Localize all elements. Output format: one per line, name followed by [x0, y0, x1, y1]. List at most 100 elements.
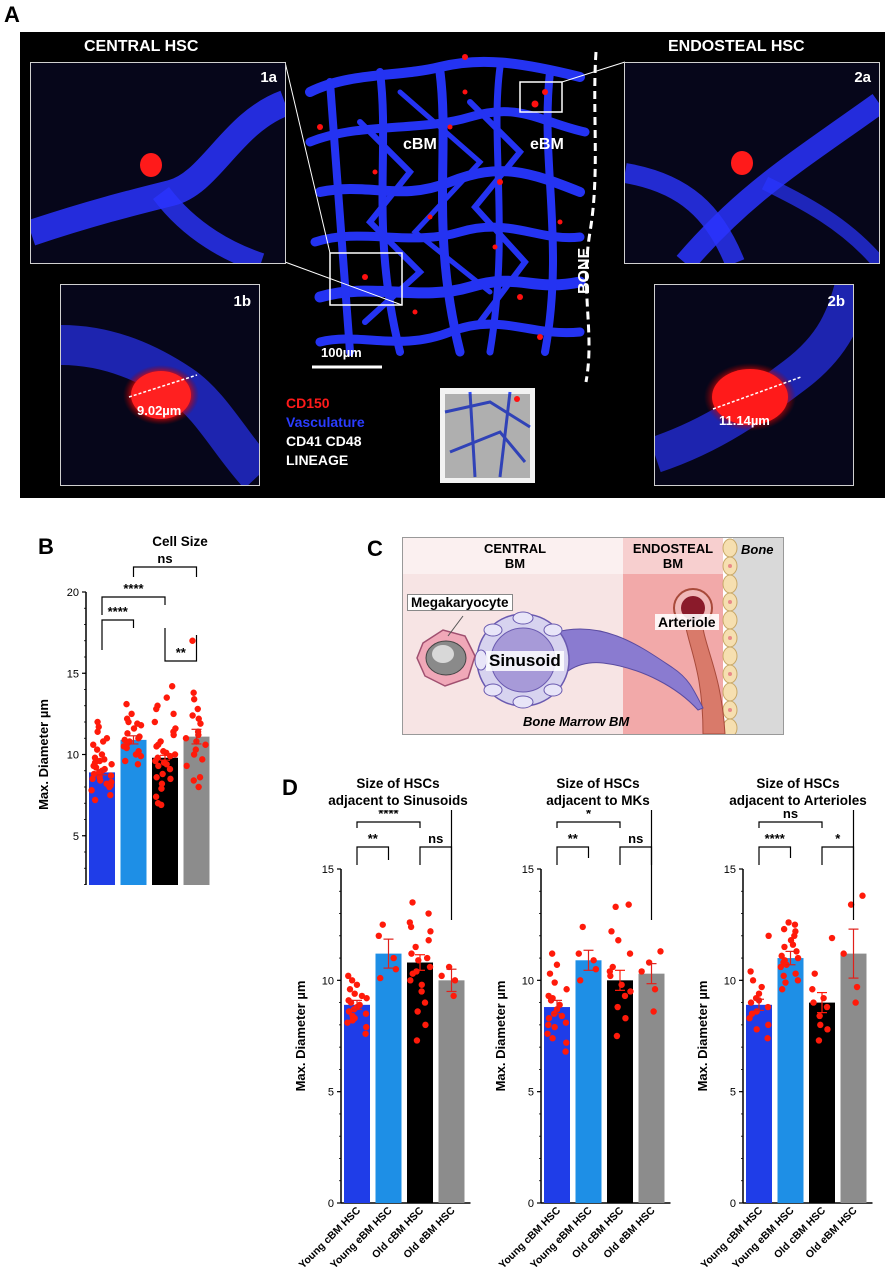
data-point [622, 1014, 629, 1022]
data-point [779, 986, 786, 993]
chart-d3-title: Size of HSCs adjacent to Arterioles [713, 775, 883, 809]
data-point [407, 923, 415, 931]
data-point [657, 948, 664, 955]
data-point [91, 796, 99, 804]
data-point [638, 968, 645, 975]
data-point [182, 735, 190, 742]
bone-label: BONE [576, 247, 593, 294]
data-point [592, 966, 600, 973]
chart-d1-title: Size of HSCs adjacent to Sinusoids [318, 775, 478, 809]
data-point [409, 899, 416, 906]
data-point [413, 968, 420, 975]
data-point [748, 1010, 756, 1017]
data-point [824, 1026, 831, 1033]
data-point [362, 1030, 369, 1037]
data-point [199, 756, 206, 763]
data-point [546, 970, 554, 977]
data-point [99, 738, 107, 745]
significance-bracket [619, 846, 653, 865]
data-point [764, 1003, 772, 1011]
chart-d1-title-line-2: adjacent to Sinusoids [328, 793, 468, 808]
vasculature-image [284, 51, 626, 483]
data-point [344, 1019, 351, 1026]
inset-1b: 1b 9.02µm [60, 284, 260, 486]
chart-d2-title-line-1: Size of HSCs [556, 776, 640, 791]
chart-d3-title-line-1: Size of HSCs [756, 776, 840, 791]
significance-bracket [450, 810, 453, 920]
data-point [558, 1012, 566, 1020]
sinusoid-label: Sinusoid [486, 651, 564, 671]
data-point [548, 950, 556, 957]
inset-1b-label: 1b [233, 293, 251, 310]
data-point [160, 759, 168, 766]
data-point [422, 1021, 429, 1029]
data-point [412, 943, 419, 951]
data-point [809, 986, 816, 993]
data-point [88, 787, 95, 794]
data-point [820, 994, 827, 1002]
inset-1a-image [31, 90, 285, 263]
data-point [847, 901, 855, 908]
data-point [747, 968, 754, 975]
data-point [134, 761, 142, 768]
data-point [618, 981, 625, 988]
data-point [407, 977, 414, 984]
data-point [189, 712, 196, 719]
data-point [612, 903, 619, 911]
data-point [627, 988, 634, 995]
significance-bracket [164, 628, 198, 662]
data-point [356, 1001, 363, 1009]
data-point [626, 950, 634, 957]
data-point [810, 999, 817, 1006]
data-point [789, 941, 797, 948]
data-point [562, 1048, 569, 1055]
bar-2 [575, 960, 602, 1203]
data-point [445, 963, 453, 971]
endosteal-hsc-title: ENDOSTEAL HSC [668, 38, 805, 55]
inset-2b-image [655, 285, 853, 473]
data-point [375, 932, 382, 939]
y-axis-label: Max. Diameter µm [695, 981, 710, 1092]
endosteal-bm-label: ENDOSTEAL BM [623, 541, 723, 571]
y-tick-label: 20 [67, 587, 79, 599]
data-point [190, 751, 198, 758]
data-point [562, 1019, 570, 1026]
data-point [189, 637, 196, 644]
data-point [197, 720, 204, 727]
legend-cd41-cd48: CD41 CD48 [286, 433, 362, 449]
inset-1a: 1a [30, 62, 286, 264]
data-point [124, 730, 131, 737]
data-point [159, 770, 166, 778]
y-tick-label: 10 [724, 975, 736, 987]
inset-2a-image [625, 94, 879, 263]
data-point [94, 728, 101, 735]
data-point [413, 1037, 421, 1044]
data-point [345, 1008, 353, 1015]
y-axis-label: Max. Diameter µm [36, 699, 51, 810]
data-point [823, 1003, 831, 1011]
data-point [544, 1030, 551, 1037]
data-point [579, 923, 586, 931]
legend-lineage: LINEAGE [286, 452, 349, 468]
data-point [89, 775, 96, 783]
bar-3 [607, 980, 633, 1203]
bar-1 [344, 1004, 370, 1203]
data-point [421, 999, 429, 1006]
data-point [202, 741, 209, 748]
data-point [95, 723, 102, 731]
chart-b-title: Cell Size [152, 534, 208, 549]
data-point [425, 937, 432, 944]
data-point [551, 979, 558, 986]
data-point [753, 1026, 760, 1033]
data-point [816, 1012, 823, 1020]
data-point [362, 1010, 370, 1017]
data-point [815, 1037, 823, 1044]
bar-4 [840, 953, 867, 1203]
significance-label: ns [783, 810, 798, 821]
panel-label-b: B [38, 534, 54, 559]
data-point [153, 774, 160, 781]
data-point [163, 694, 170, 701]
endosteal-bm-line-2: BM [662, 556, 684, 571]
